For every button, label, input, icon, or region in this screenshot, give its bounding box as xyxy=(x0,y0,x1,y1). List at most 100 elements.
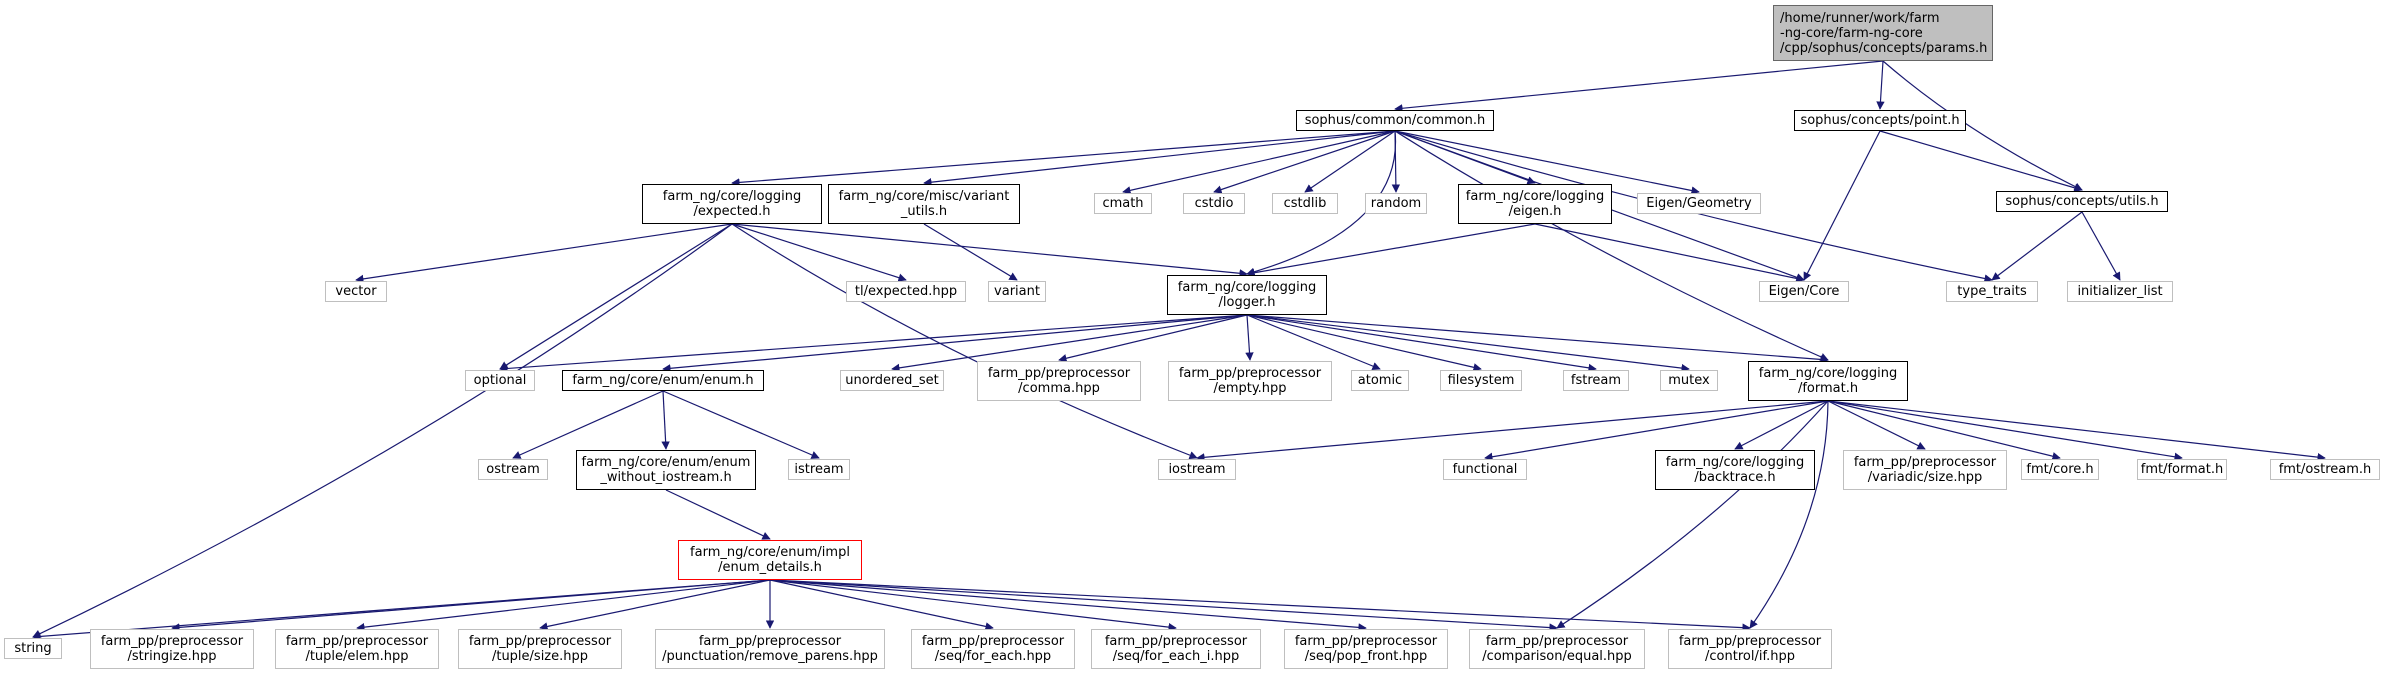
node-label-line: mutex xyxy=(1668,373,1710,388)
edge-logger-to-mutex xyxy=(1246,314,1690,373)
edge-enum-details-to-equal xyxy=(769,579,1558,632)
node-label-line: /tuple/elem.hpp xyxy=(305,649,409,664)
node-random: random xyxy=(1365,193,1427,214)
node-label-line: fmt/core.h xyxy=(2026,462,2094,477)
node-format-h[interactable]: farm_ng/core/logging/format.h xyxy=(1748,361,1908,401)
node-label-line: farm_pp/preprocessor xyxy=(1485,634,1629,649)
node-stringize: farm_pp/preprocessor/stringize.hpp xyxy=(90,629,254,669)
node-label-line: /enum_details.h xyxy=(718,560,822,575)
node-label-line: farm_pp/preprocessor xyxy=(100,634,244,649)
node-backtrace[interactable]: farm_ng/core/logging/backtrace.h xyxy=(1655,450,1815,490)
node-label-line: farm_ng/core/logging xyxy=(662,189,802,204)
edge-common-to-cstdio xyxy=(1213,130,1396,194)
edge-variant-utils-to-variant xyxy=(923,223,1018,281)
node-label-line: farm_pp/preprocessor xyxy=(468,634,612,649)
node-tl-expected: tl/expected.hpp xyxy=(846,281,966,302)
edge-common-to-variant-utils xyxy=(923,130,1396,187)
node-utils[interactable]: sophus/concepts/utils.h xyxy=(1996,191,2168,212)
edge-logger-to-format-h xyxy=(1246,314,1829,364)
edge-format-h-to-fmt-core xyxy=(1827,400,2061,461)
edge-point-to-utils xyxy=(1879,130,2083,192)
node-label-line: farm_ng/core/logging xyxy=(1465,189,1605,204)
node-enum-without[interactable]: farm_ng/core/enum/enum_without_iostream.… xyxy=(576,450,756,490)
node-point[interactable]: sophus/concepts/point.h xyxy=(1794,110,1966,131)
edge-logger-to-empty xyxy=(1245,314,1254,361)
node-remove-parens: farm_pp/preprocessor/punctuation/remove_… xyxy=(655,629,885,669)
node-label-line: variant xyxy=(994,284,1040,299)
node-label-line: farm_pp/preprocessor xyxy=(987,366,1131,381)
node-label-line: /comparison/equal.hpp xyxy=(1482,649,1632,664)
node-label-line: farm_pp/preprocessor xyxy=(285,634,429,649)
node-label-line: cmath xyxy=(1102,196,1144,211)
edge-format-h-to-fmt-ostream xyxy=(1827,400,2326,462)
node-eigen-geometry: Eigen/Geometry xyxy=(1637,193,1761,214)
edge-enum-h-to-enum-without xyxy=(661,390,670,450)
node-label-line: sophus/common/common.h xyxy=(1304,113,1486,128)
edge-enum-details-to-pop-front xyxy=(769,579,1367,632)
node-label-line: farm_pp/preprocessor xyxy=(921,634,1065,649)
node-label-line: fstream xyxy=(1570,373,1622,388)
node-enum-details[interactable]: farm_ng/core/enum/impl/enum_details.h xyxy=(678,540,862,580)
node-label-line: /home/runner/work/farm xyxy=(1780,10,1940,26)
node-label-line: atomic xyxy=(1357,373,1403,388)
node-label-line: /punctuation/remove_parens.hpp xyxy=(662,649,878,664)
edge-common-to-format-h xyxy=(1394,130,1829,361)
node-for-each: farm_pp/preprocessor/seq/for_each.hpp xyxy=(911,629,1075,669)
node-label-line: farm_pp/preprocessor xyxy=(1294,634,1438,649)
edge-eigen-h-to-eigen-core xyxy=(1534,223,1805,283)
edge-expected-to-tl-expected xyxy=(731,223,907,282)
edge-format-h-to-fmt-format xyxy=(1827,400,2183,461)
edge-enum-without-to-enum-details xyxy=(665,489,771,540)
node-label-line: farm_ng/core/misc/variant xyxy=(838,189,1010,204)
node-label-line: fmt/format.h xyxy=(2140,462,2224,477)
node-label-line: string xyxy=(14,641,52,656)
node-enum-h[interactable]: farm_ng/core/enum/enum.h xyxy=(562,370,764,391)
node-fmt-format: fmt/format.h xyxy=(2137,459,2227,480)
node-istream: istream xyxy=(788,459,850,480)
node-common[interactable]: sophus/common/common.h xyxy=(1296,110,1494,131)
edge-point-to-eigen-core xyxy=(1803,130,1881,281)
node-label-line: sophus/concepts/point.h xyxy=(1800,113,1960,128)
edge-enum-details-to-tuple-size xyxy=(539,579,771,631)
node-label-line: /logger.h xyxy=(1218,295,1276,310)
node-label-line: farm_ng/core/logging xyxy=(1177,280,1317,295)
node-label-line: optional xyxy=(473,373,527,388)
node-filesystem: filesystem xyxy=(1440,370,1522,391)
node-variant-utils[interactable]: farm_ng/core/misc/variant_utils.h xyxy=(828,184,1020,224)
edge-root-to-point xyxy=(1876,60,1885,110)
node-label-line: fmt/ostream.h xyxy=(2278,462,2372,477)
node-eigen-h[interactable]: farm_ng/core/logging/eigen.h xyxy=(1458,184,1612,224)
edge-logger-to-comma xyxy=(1058,314,1248,363)
node-label-line: type_traits xyxy=(1957,284,2027,299)
node-label-line: farm_ng/core/enum/enum.h xyxy=(572,373,754,388)
edge-expected-to-optional xyxy=(499,223,733,370)
node-label-line: farm_pp/preprocessor xyxy=(1853,455,1997,470)
node-logger[interactable]: farm_ng/core/logging/logger.h xyxy=(1167,275,1327,315)
node-atomic: atomic xyxy=(1351,370,1409,391)
edge-logger-to-unordered-set xyxy=(891,314,1248,373)
node-label-line: farm_pp/preprocessor xyxy=(698,634,842,649)
node-label-line: functional xyxy=(1452,462,1518,477)
node-label-line: vector xyxy=(335,284,377,299)
node-label-line: Eigen/Geometry xyxy=(1646,196,1752,211)
node-label-line: /cpp/sophus/concepts/params.h xyxy=(1780,40,1988,56)
node-control-if: farm_pp/preprocessor/control/if.hpp xyxy=(1668,629,1832,669)
node-label-line: farm_pp/preprocessor xyxy=(1178,366,1322,381)
edge-common-to-eigen-geometry xyxy=(1394,130,1700,195)
node-label-line: sophus/concepts/utils.h xyxy=(2005,194,2159,209)
edge-format-h-to-backtrace xyxy=(1734,400,1829,450)
node-label-line: farm_ng/core/enum/enum xyxy=(581,455,751,470)
edge-root-to-utils xyxy=(1882,60,2083,191)
node-label-line: /backtrace.h xyxy=(1694,470,1776,485)
edge-enum-details-to-for-each-i xyxy=(769,579,1177,632)
node-label-line: _utils.h xyxy=(900,204,948,219)
node-tuple-size: farm_pp/preprocessor/tuple/size.hpp xyxy=(458,629,622,669)
node-label-line: /control/if.hpp xyxy=(1705,649,1795,664)
edge-utils-to-initializer-list xyxy=(2081,211,2121,281)
node-expected[interactable]: farm_ng/core/logging/expected.h xyxy=(642,184,822,224)
node-unordered-set: unordered_set xyxy=(840,370,944,391)
node-root[interactable]: /home/runner/work/farm-ng-core/farm-ng-c… xyxy=(1773,5,1993,61)
node-label-line: ostream xyxy=(486,462,540,477)
node-label-line: iostream xyxy=(1168,462,1226,477)
node-label-line: random xyxy=(1370,196,1422,211)
